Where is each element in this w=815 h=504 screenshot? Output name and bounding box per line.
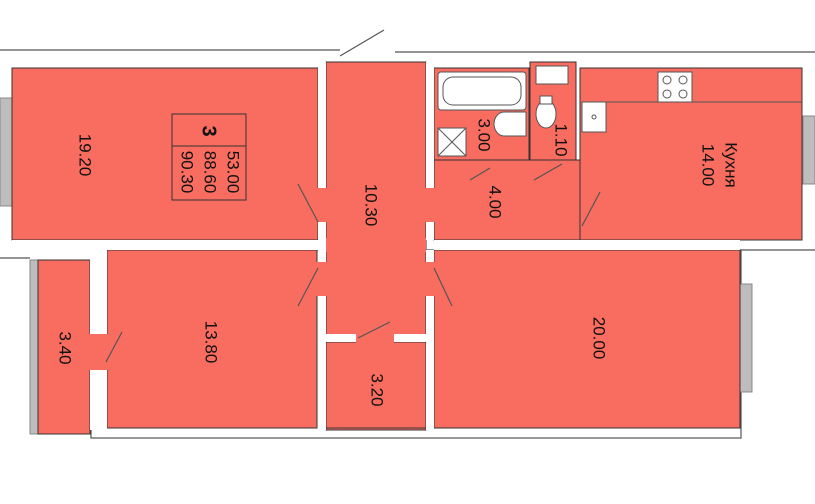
summary-rooms-count: 3 — [198, 125, 220, 136]
door-corridor-bedroom-bottom — [316, 262, 328, 296]
door-corridor-hall — [424, 188, 436, 222]
label-hall: 4.00 — [486, 185, 505, 218]
summary-total-no-balcony: 88.60 — [201, 151, 220, 194]
label-bedroom-bottom: 13.80 — [202, 321, 221, 364]
kitchen-sink-icon — [581, 101, 607, 133]
corridor-span — [326, 238, 426, 252]
label-kitchen-name: Кухня — [722, 142, 741, 188]
room-balcony — [37, 259, 91, 435]
label-kitchen-area: 14.00 — [699, 144, 718, 187]
summary-living-area: 53.00 — [224, 151, 243, 194]
door-corridor-bedroom-left — [316, 188, 328, 222]
label-balcony: 3.40 — [56, 331, 75, 364]
label-storage: 3.20 — [368, 373, 387, 406]
toilet-icon — [535, 65, 569, 129]
summary-total-area: 90.30 — [178, 151, 197, 194]
room-bedroom-bottom — [106, 249, 318, 429]
label-living: 20.00 — [590, 317, 609, 360]
washer-icon — [437, 127, 467, 157]
room-hall — [433, 159, 581, 241]
window-right-living — [739, 283, 753, 393]
window-right-kitchen — [802, 115, 815, 185]
window-balcony — [29, 259, 39, 435]
window-left — [0, 97, 13, 207]
stove-icon — [657, 71, 693, 103]
room-bedroom-left — [11, 67, 319, 241]
door-corridor-living — [424, 262, 436, 296]
sink-icon — [493, 111, 527, 137]
label-bathroom: 3.00 — [475, 118, 494, 151]
label-toilet: 1.10 — [552, 123, 571, 156]
door-storage — [356, 332, 394, 344]
bathtub-icon — [437, 71, 527, 111]
door-balcony — [88, 334, 110, 370]
label-corridor: 10.30 — [362, 184, 381, 227]
room-living — [433, 249, 741, 429]
label-bedroom-left: 19.20 — [76, 134, 95, 177]
summary-box — [171, 113, 247, 201]
